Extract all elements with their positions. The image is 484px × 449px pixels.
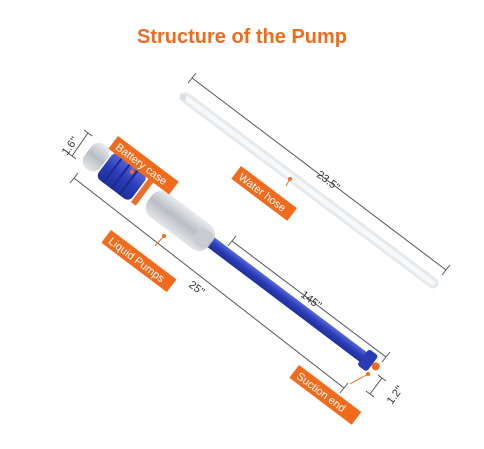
tube-length-dimension: 145'' [227,235,391,363]
total-length-value: 25'' [186,279,206,298]
end-diameter-value: 1.2'' [385,384,406,407]
hose-length-dimension: 23.5'' [187,72,451,276]
suction-end-label: Suction end [294,370,348,415]
callout-suction-end: Suction end [289,365,370,425]
end-diameter-dimension: 1.2'' [365,374,406,407]
diagram-title: Structure of the Pump [136,26,347,48]
water-hose [179,92,439,289]
water-hose-label: Water hose [236,171,288,214]
liquid-pump-body [145,190,215,251]
handle-diameter-value: 1.6'' [60,135,81,158]
hose-length-value: 23.5'' [314,169,342,194]
suction-tube [206,237,380,371]
pump-cap [82,142,110,172]
callout-liquid-pumps: Liquid Pumps [101,230,177,293]
total-length-dimension: 25'' [69,172,349,394]
pump [82,142,380,371]
battery-case-body [97,153,146,200]
suction-end-marker [371,362,380,371]
